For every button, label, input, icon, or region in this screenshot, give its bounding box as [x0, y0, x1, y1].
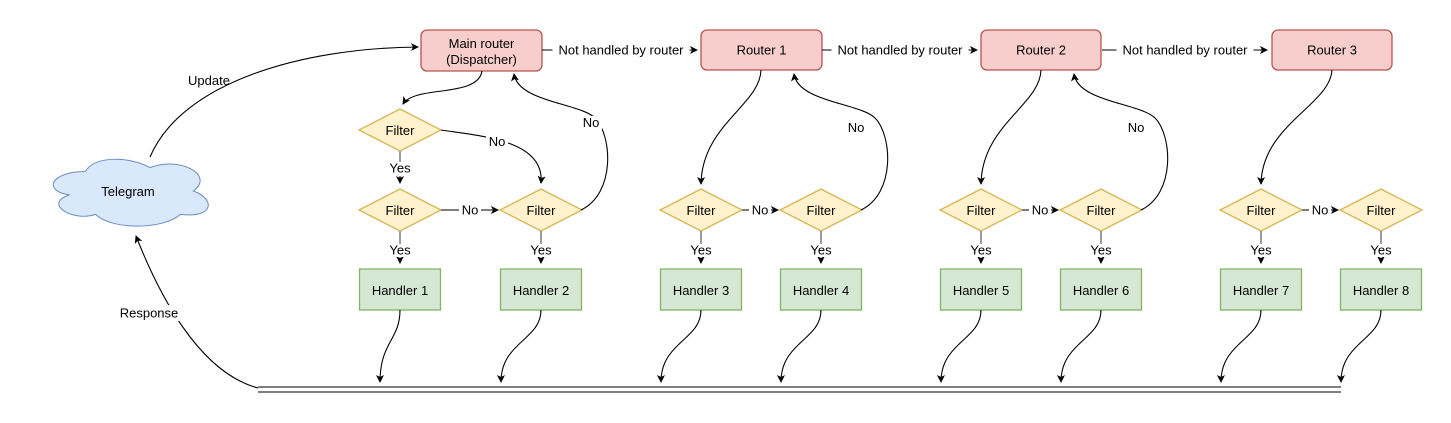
no-loop-main-label-bg — [580, 116, 602, 130]
no-loop-router2-label-bg — [1125, 121, 1147, 135]
not-handled-3-label-bg — [1116, 42, 1254, 58]
edge-handler6-to-bus — [1057, 309, 1102, 383]
yes-label-6: Yes — [1090, 243, 1112, 258]
no-label-inline-2: No — [752, 203, 769, 218]
yes-label-1: Yes — [389, 243, 411, 258]
filter-diamond-8 — [1338, 188, 1424, 232]
edge-handler7-to-bus — [1217, 309, 1262, 383]
no-label-inline-4: No — [1312, 203, 1329, 218]
edge-handler5-to-bus — [937, 309, 982, 383]
handler1-box — [358, 268, 442, 311]
handler1-label: Handler 1 — [372, 283, 428, 298]
no-label-loop-main: No — [583, 115, 600, 130]
no-inline-4-label-bg — [1309, 203, 1331, 217]
response-label: Response — [120, 306, 179, 321]
yes-label-3: Yes — [690, 243, 712, 258]
yes-2-label-bg — [528, 244, 554, 257]
no-label-top-filter: No — [489, 134, 506, 149]
edge-router2-to-filter — [977, 69, 1042, 185]
filter-label-dispatcher-top: Filter — [386, 123, 416, 138]
update-label: Update — [188, 73, 230, 88]
not-handled-1-label-bg — [552, 42, 690, 58]
edge-handler8-to-bus — [1337, 309, 1382, 383]
yes-label-4: Yes — [810, 243, 832, 258]
no-label-inline-3: No — [1032, 203, 1049, 218]
not-handled-2-label: Not handled by router — [837, 43, 963, 58]
yes-1-label-bg — [387, 244, 413, 257]
edge-handler3-to-bus — [657, 309, 702, 383]
filter-label-3: Filter — [687, 203, 717, 218]
router3-label: Router 3 — [1307, 43, 1357, 58]
not-handled-1-label: Not handled by router — [558, 43, 684, 58]
handler5-label: Handler 5 — [953, 283, 1009, 298]
router2-label: Router 2 — [1016, 43, 1066, 58]
edge-handler1-to-bus — [376, 309, 401, 383]
filter-label-8: Filter — [1367, 203, 1397, 218]
no-loop-router1-label-bg — [845, 121, 867, 135]
handler7-label: Handler 7 — [1233, 283, 1289, 298]
yes-7-label-bg — [1248, 244, 1274, 257]
yes-4-label-bg — [808, 244, 834, 257]
yes-8-label-bg — [1368, 244, 1394, 257]
telegram-cloud — [52, 158, 209, 227]
no-inline-3-label-bg — [1029, 203, 1051, 217]
no-inline-2-label-bg — [749, 203, 771, 217]
no-label-inline-1: No — [462, 203, 479, 218]
yes-label-2: Yes — [530, 243, 552, 258]
yes-label-top: Yes — [389, 161, 411, 176]
yes-label-7: Yes — [1250, 243, 1272, 258]
filter-label-6: Filter — [1087, 203, 1117, 218]
yes-label-8: Yes — [1370, 243, 1392, 258]
edge-update — [149, 43, 419, 158]
router1-label: Router 1 — [737, 43, 787, 58]
handler2-label: Handler 2 — [513, 283, 569, 298]
main-router-label-line1: Main router — [449, 36, 515, 51]
handler3-label: Handler 3 — [673, 283, 729, 298]
handler2-box — [499, 268, 583, 311]
yes-5-label-bg — [968, 244, 994, 257]
edge-dispatcher-to-filter — [402, 70, 483, 105]
response-label-bg — [115, 305, 183, 321]
edge-no-loop-main — [511, 73, 609, 211]
edge-no-loop-router2 — [1071, 73, 1169, 211]
edge-handler4-to-bus — [777, 309, 822, 383]
edge-handler2-to-bus — [497, 309, 542, 383]
no-label-loop-router1: No — [848, 120, 865, 135]
filter-label-2: Filter — [527, 203, 557, 218]
edge-response — [134, 235, 259, 389]
filter-label-7: Filter — [1247, 203, 1277, 218]
main-router-label-line2: (Dispatcher) — [446, 52, 517, 67]
handler4-label: Handler 4 — [793, 283, 849, 298]
filter-label-5: Filter — [967, 203, 997, 218]
yes-6-label-bg — [1088, 244, 1114, 257]
handler7-box — [1219, 268, 1303, 311]
filter-label-4: Filter — [807, 203, 837, 218]
yes-label-5: Yes — [970, 243, 992, 258]
edge-no-loop-router1 — [791, 73, 889, 211]
edge-router3-to-filter — [1257, 69, 1333, 185]
handler4-box — [779, 268, 863, 311]
handler6-box — [1059, 268, 1143, 311]
handler3-box — [659, 268, 743, 311]
handler8-box — [1339, 268, 1423, 311]
telegram-label: Telegram — [101, 184, 154, 199]
yes-3-label-bg — [688, 244, 714, 257]
not-handled-3-label: Not handled by router — [1122, 43, 1248, 58]
handler6-label: Handler 6 — [1073, 283, 1129, 298]
not-handled-2-label-bg — [831, 42, 969, 58]
no-inline-1-label-bg — [459, 203, 481, 217]
top-filter-no-label-bg — [486, 135, 508, 149]
filter-label-1: Filter — [386, 203, 416, 218]
yes-top-label-bg — [387, 162, 413, 175]
no-label-loop-router2: No — [1128, 120, 1145, 135]
edge-router1-to-filter — [697, 69, 762, 185]
handler8-label: Handler 8 — [1353, 283, 1409, 298]
